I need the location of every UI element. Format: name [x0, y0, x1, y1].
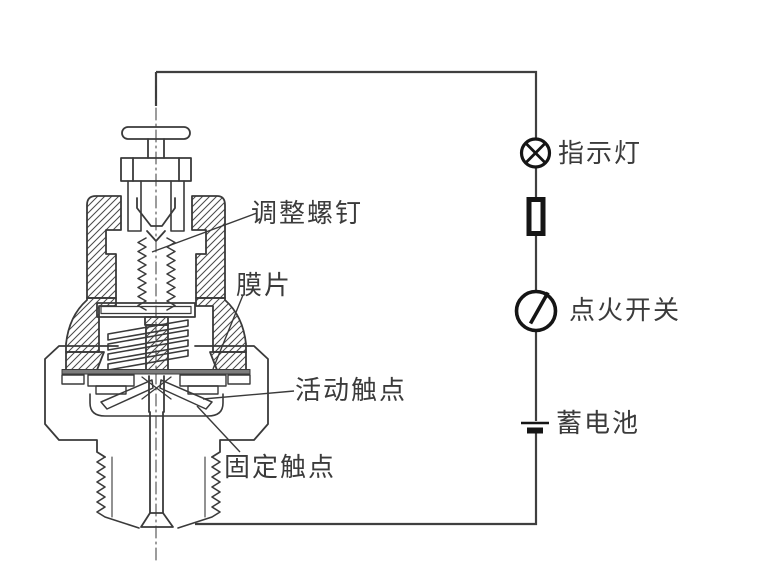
lamp-circle-icon [519, 137, 552, 169]
lamp-x-icon [524, 142, 547, 164]
pressure-sensor-cutaway [44, 85, 269, 561]
diaphragm-edge-left [61, 374, 85, 385]
screw-chevron [146, 230, 166, 242]
wire-battery-to-bottom [195, 433, 538, 526]
screw-threads-left [137, 237, 147, 311]
screw-cup [136, 197, 176, 227]
stem-threads-left [96, 456, 140, 529]
indicator-lamp-symbol [519, 137, 552, 169]
stem-thread-roots [111, 456, 206, 518]
coil-spring [107, 319, 189, 371]
wire-top-run [156, 70, 538, 139]
screw-cap [120, 157, 192, 182]
battery-symbol [521, 421, 549, 434]
label-leader-lines [151, 212, 295, 453]
switch-slash-icon [528, 291, 550, 325]
seat-wedge-left [65, 351, 105, 371]
fuse-symbol [526, 197, 546, 236]
flare-wall-right [195, 297, 247, 353]
label-fixed-contact: 固定触点 [224, 453, 337, 482]
leader-fixed-contact [196, 405, 241, 453]
label-indicator-lamp: 指示灯 [558, 139, 643, 168]
bracket-legs [127, 180, 185, 232]
leader-adjusting-screw [151, 212, 258, 253]
spring-seat-inner [100, 305, 192, 315]
label-battery: 蓄电池 [556, 409, 641, 438]
contact-cross [141, 376, 172, 400]
clamp-plate-right [179, 374, 227, 387]
label-movable-contact: 活动触点 [295, 376, 408, 405]
contact-basin [89, 393, 224, 417]
screw-t-handle [121, 126, 191, 140]
leader-movable-contact [202, 390, 295, 400]
switch-circle-icon [514, 289, 558, 333]
label-ignition-switch: 点火开关 [569, 296, 682, 325]
hex-body-right [194, 345, 269, 458]
upper-wall-right [191, 195, 226, 299]
label-diaphragm: 膜片 [236, 271, 293, 300]
upper-wall-left [86, 195, 122, 299]
circuit-wires [154, 70, 538, 526]
hex-body-left [44, 345, 119, 458]
diaphragm-plate [61, 369, 251, 375]
diaphragm-edge-right [227, 374, 251, 385]
pin-tip [140, 512, 174, 528]
ignition-switch-symbol [514, 289, 558, 333]
label-adjusting-screw: 调整螺钉 [251, 199, 364, 228]
seat-wedge-right [209, 351, 247, 371]
screw-threads-right [166, 237, 176, 311]
screw-stem [147, 138, 165, 159]
center-pin [149, 411, 164, 514]
screw-cap-facets [132, 157, 180, 182]
stem-threads-right [177, 456, 221, 529]
clamp-plate-left [87, 374, 135, 387]
clamp-step-right [187, 385, 219, 395]
leader-diaphragm [212, 294, 244, 370]
clamp-step-left [95, 385, 127, 395]
